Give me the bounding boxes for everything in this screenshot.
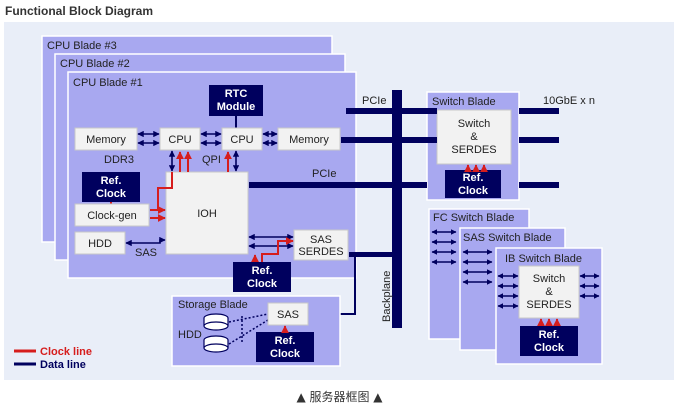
ref-clock-sas-line (261, 237, 294, 262)
ioh-sas-serdes-links (248, 233, 294, 250)
ioh-box (165, 171, 249, 255)
ten-gbe-label: 10GbE x n (543, 95, 595, 107)
backplane-bar (392, 90, 402, 328)
ref-clock-storage (256, 332, 314, 362)
ib-switch-serdes-label-3: SERDES (526, 299, 571, 311)
memory-left-box (74, 127, 138, 151)
storage-sas-box (267, 302, 309, 326)
cpu-blade-2-label: CPU Blade #2 (60, 58, 130, 70)
pcie-top-bus (346, 108, 426, 114)
cpu-clock-lines (176, 151, 232, 172)
cpu-left-label: CPU (168, 134, 191, 146)
ib-switch-serdes-label-1: Switch (533, 273, 565, 285)
rtc-module (209, 85, 263, 116)
ddr3-label: DDR3 (104, 154, 134, 166)
switch-serdes-label-1: Switch (458, 118, 490, 130)
pcie-top-label: PCIe (362, 95, 386, 107)
ioh-label: IOH (197, 208, 217, 220)
sas-serdes-box (293, 229, 349, 261)
ib-clock-lines (537, 318, 561, 327)
storage-hdd-icon (203, 313, 229, 353)
ref-clock-ib (520, 326, 578, 356)
pcie-mid-label: PCIe (312, 168, 336, 180)
cpu-blade-3-label: CPU Blade #3 (47, 40, 117, 52)
memory-right-label: Memory (289, 134, 329, 146)
legend-clock-label: Clock line (40, 346, 92, 358)
rtc-label-1: RTC (225, 88, 248, 100)
page-title: Functional Block Diagram (5, 4, 154, 18)
ref-clock-ib-label-1: Ref. (539, 329, 560, 341)
ref-clock-switch-label-1: Ref. (463, 172, 484, 184)
fc-switch-title: FC Switch Blade (433, 212, 514, 224)
hdd-label: HDD (88, 238, 112, 250)
ib-switch-title: IB Switch Blade (505, 253, 582, 265)
switch-serdes-box (436, 109, 512, 165)
bus-cpu-row-right (341, 137, 426, 143)
cpu-ioh-data-links (168, 150, 240, 172)
rtc-label-2: Module (217, 101, 256, 113)
ref-clock-cpu-label-1: Ref. (101, 175, 122, 187)
ref-clock-ib-label-2: Clock (534, 342, 565, 354)
qpi-links (200, 130, 222, 147)
switch-backplane-links (402, 108, 437, 188)
ib-switch-links-left (497, 273, 519, 309)
qpi-label: QPI (202, 154, 221, 166)
cpu-right-box (221, 127, 263, 151)
sas-serdes-label-2: SERDES (298, 246, 343, 258)
ib-switch-serdes-box (518, 265, 580, 319)
ref-clock-sas (233, 262, 291, 292)
legend-data-label: Data line (40, 359, 86, 371)
sas-switch-title: SAS Switch Blade (463, 232, 552, 244)
ddr3-right-links (262, 130, 278, 147)
switch-serdes-label-3: SERDES (451, 144, 496, 156)
sas-switch-links (462, 249, 493, 285)
ddr3-left-links (137, 130, 160, 147)
ref-clock-cpu (82, 172, 140, 202)
switch-serdes-label-2: & (470, 131, 478, 143)
ref-clock-sas-label-1: Ref. (252, 265, 273, 277)
clock-gen-label: Clock-gen (87, 210, 137, 222)
backplane-label: Backplane (381, 271, 393, 322)
cpu-left-box (159, 127, 201, 151)
ref-clock-sas-label-2: Clock (247, 278, 278, 290)
sas-to-storage-bus (349, 252, 392, 257)
clock-gen-box (74, 203, 150, 227)
ref-clock-storage-label-1: Ref. (275, 335, 296, 347)
memory-left-label: Memory (86, 134, 126, 146)
cpu-right-label: CPU (230, 134, 253, 146)
fc-switch-links (431, 229, 457, 265)
clockgen-to-cpu-line (157, 172, 173, 210)
pcie-mid-bus (249, 182, 426, 188)
memory-right-box (277, 127, 341, 151)
ref-clock-cpu-label-2: Clock (96, 188, 127, 200)
ref-clock-switch-label-2: Clock (458, 185, 489, 197)
ref-clock-storage-label-2: Clock (270, 348, 301, 360)
ib-switch-serdes-label-2: & (545, 286, 553, 298)
storage-blade-title: Storage Blade (178, 299, 248, 311)
storage-dotted-links (228, 313, 269, 345)
storage-hdd-label: HDD (178, 329, 202, 341)
switch-blade-title: Switch Blade (432, 96, 496, 108)
switch-clock-lines (464, 164, 488, 173)
storage-sas-label: SAS (277, 309, 299, 321)
cpu-blade-1-label: CPU Blade #1 (73, 77, 143, 89)
hdd-box (74, 231, 126, 255)
sas-serdes-label-1: SAS (310, 234, 332, 246)
figure-caption: ▲ 服务器框图 ▲ (296, 390, 383, 404)
ib-switch-links-right (579, 273, 600, 299)
ref-clock-switch (445, 170, 501, 198)
sas-bus-label: SAS (135, 247, 157, 259)
ten-gbe-lines (519, 108, 559, 188)
hdd-sas-link (125, 236, 166, 247)
